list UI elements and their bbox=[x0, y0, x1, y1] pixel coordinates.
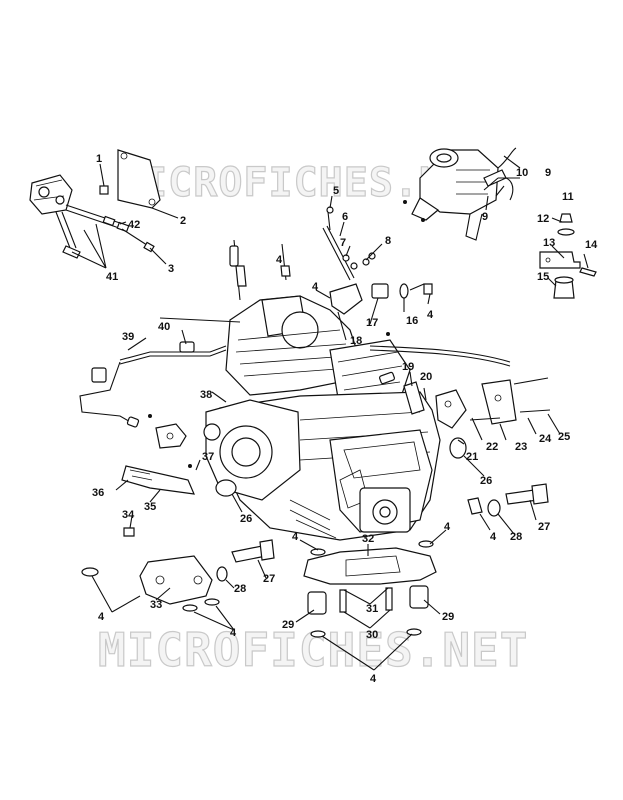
callout-12: 12 bbox=[537, 213, 549, 225]
callout-19: 19 bbox=[402, 361, 414, 373]
rear-mount-bolt bbox=[467, 483, 549, 517]
callout-8: 8 bbox=[385, 235, 391, 247]
callout-4-front-right: 4 bbox=[230, 627, 237, 639]
callout-4-nut-right: 4 bbox=[490, 531, 497, 543]
callout-40: 40 bbox=[158, 321, 170, 333]
callout-1: 1 bbox=[96, 153, 102, 165]
mount-hardware-right bbox=[539, 213, 597, 299]
carburetor bbox=[403, 147, 517, 241]
callout-15: 15 bbox=[537, 271, 549, 283]
ignition-components bbox=[229, 239, 291, 301]
fuel-line-assembly bbox=[29, 174, 155, 259]
callout-3: 3 bbox=[168, 263, 174, 275]
leader-lines bbox=[71, 155, 589, 671]
callout-4-bottom: 4 bbox=[370, 673, 377, 685]
callout-11: 11 bbox=[562, 191, 574, 203]
callout-10: 10 bbox=[516, 167, 528, 179]
callout-6: 6 bbox=[342, 211, 348, 223]
callout-34: 34 bbox=[122, 509, 135, 521]
callout-21: 21 bbox=[466, 451, 478, 463]
watermark-bottom: MICROFICHES.NET bbox=[98, 623, 528, 677]
callout-29-left: 29 bbox=[282, 619, 294, 631]
throttle-linkage bbox=[322, 206, 433, 336]
callout-26-left: 26 bbox=[240, 513, 252, 525]
callout-17: 17 bbox=[366, 317, 378, 329]
callout-13: 13 bbox=[543, 237, 555, 249]
callout-27-left: 27 bbox=[263, 573, 275, 585]
gear-shift-lever bbox=[121, 414, 237, 497]
callout-labels: 1 2 3 4 4 4 5 6 7 8 9 9 10 11 12 13 14 1… bbox=[92, 153, 598, 685]
callout-4-linkage: 4 bbox=[312, 281, 319, 293]
callout-28-left: 28 bbox=[234, 583, 246, 595]
engine-block bbox=[203, 295, 441, 541]
callout-20: 20 bbox=[420, 371, 432, 383]
callout-4-front-left: 4 bbox=[98, 611, 105, 623]
callout-22: 22 bbox=[486, 441, 498, 453]
callout-4-right: 4 bbox=[427, 309, 434, 321]
callout-26-right: 26 bbox=[480, 475, 492, 487]
callout-25: 25 bbox=[558, 431, 570, 443]
callout-7: 7 bbox=[340, 237, 346, 249]
callout-9-lower: 9 bbox=[482, 211, 488, 223]
bracket-plate bbox=[99, 149, 161, 209]
callout-4-lower-right: 4 bbox=[444, 521, 451, 533]
callout-14: 14 bbox=[585, 239, 598, 251]
shift-linkage-right bbox=[369, 345, 551, 459]
callout-32: 32 bbox=[362, 533, 374, 545]
callout-23: 23 bbox=[515, 441, 527, 453]
callout-38: 38 bbox=[200, 389, 212, 401]
callout-30: 30 bbox=[366, 629, 378, 641]
callout-33: 33 bbox=[150, 599, 162, 611]
callout-4-lower-left: 4 bbox=[292, 531, 299, 543]
callout-37: 37 bbox=[202, 451, 214, 463]
callout-36: 36 bbox=[92, 487, 104, 499]
front-mount-bracket bbox=[81, 527, 275, 612]
callout-24: 24 bbox=[539, 433, 552, 445]
callout-9-right: 9 bbox=[545, 167, 551, 179]
callout-2: 2 bbox=[180, 215, 186, 227]
callout-42: 42 bbox=[128, 219, 140, 231]
callout-41: 41 bbox=[106, 271, 118, 283]
callout-18: 18 bbox=[350, 335, 362, 347]
callout-16: 16 bbox=[406, 315, 418, 327]
breather-hose bbox=[79, 317, 241, 428]
callout-31: 31 bbox=[366, 603, 378, 615]
callout-5: 5 bbox=[333, 185, 339, 197]
callout-4-ignition: 4 bbox=[276, 254, 283, 266]
callout-28-right: 28 bbox=[510, 531, 522, 543]
callout-29-right: 29 bbox=[442, 611, 454, 623]
callout-39: 39 bbox=[122, 331, 134, 343]
callout-27-right: 27 bbox=[538, 521, 550, 533]
callout-35: 35 bbox=[144, 501, 156, 513]
